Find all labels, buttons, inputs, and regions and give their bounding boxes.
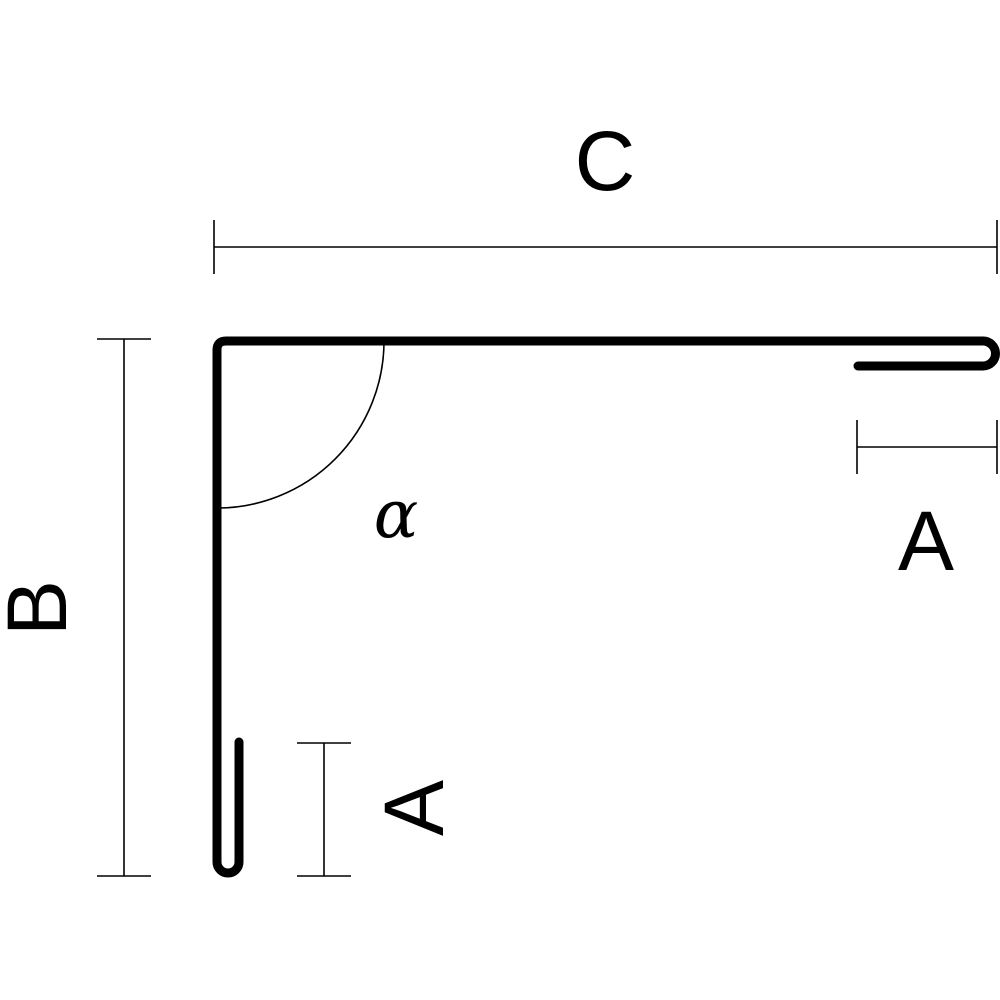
dimension-a-bottom: A [297, 742, 461, 877]
angle-alpha: α [216, 340, 419, 553]
dimension-b: B [0, 338, 151, 877]
angle-alpha-label: α [374, 476, 419, 553]
dimension-a-right: A [856, 420, 998, 588]
dimension-a-bottom-label: A [367, 780, 461, 836]
dimension-c: C [213, 114, 998, 274]
flashing-profile [212, 336, 1000, 878]
angle-arc [216, 340, 385, 509]
dimension-c-label: C [575, 114, 636, 208]
dimension-a-right-label: A [898, 494, 954, 588]
profile-outline [212, 336, 1000, 878]
dimension-b-label: B [0, 580, 84, 636]
